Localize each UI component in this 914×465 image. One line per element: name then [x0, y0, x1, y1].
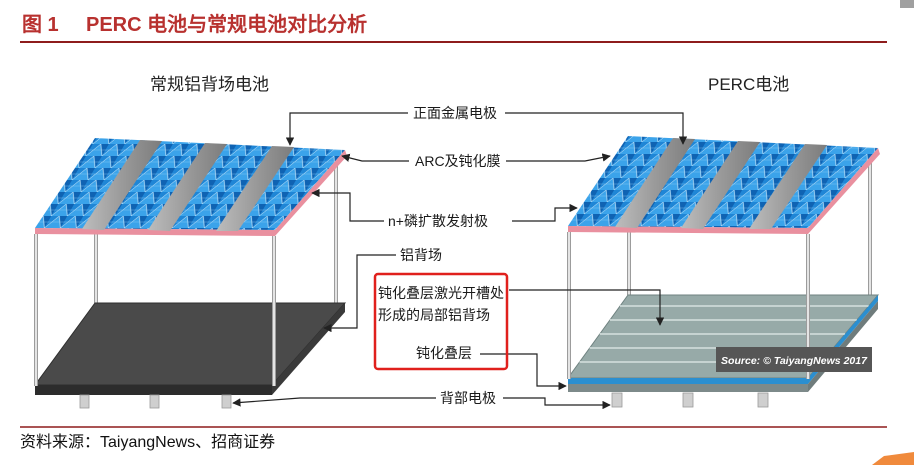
- frame-posts-back: [94, 162, 338, 303]
- label-local-bsf-line1: 钝化叠层激光开槽处: [378, 285, 504, 301]
- label-rear-electrode: 背部电极: [440, 390, 496, 406]
- highlight-box: [373, 272, 509, 371]
- conventional-cell: [34, 138, 347, 409]
- textured-front-surface: [35, 138, 347, 236]
- arc-edge-front: [568, 226, 808, 234]
- conventional-cell-label: 常规铝背场电池: [150, 75, 269, 94]
- rear-electrode-tabs: [611, 392, 769, 408]
- leader-passivation-stack: [480, 353, 567, 391]
- leader-rear-electrode-right: [503, 397, 611, 410]
- label-arc-passivation: ARC及钝化膜: [415, 153, 501, 169]
- al-bsf-plate: [34, 302, 347, 395]
- corner-logo-fragment: [872, 452, 914, 465]
- part-labels: 正面金属电极 ARC及钝化膜 n+磷扩散发射极 铝背场 钝化叠层激光开槽处 形成…: [373, 105, 509, 406]
- frame-posts-back: [627, 160, 872, 295]
- label-emitter: n+磷扩散发射极: [388, 213, 488, 229]
- front-metal-fingers: [82, 140, 294, 231]
- passivation-stack-plate: [567, 294, 880, 392]
- leader-arc-left: [341, 153, 409, 162]
- source-watermark: Source: © TaiyangNews 2017: [716, 347, 872, 372]
- leader-emitter-right: [512, 203, 578, 222]
- frame-posts-front: [34, 234, 276, 386]
- label-al-bsf: 铝背场: [400, 247, 442, 263]
- rear-electrode-tabs: [79, 394, 232, 409]
- label-local-bsf-line2: 形成的局部铝背场: [378, 307, 490, 323]
- label-front-electrode: 正面金属电极: [413, 105, 497, 121]
- leader-lines: [232, 112, 688, 410]
- leader-emitter-left: [311, 188, 384, 222]
- perc-cell: Source: © TaiyangNews 2017: [567, 136, 880, 408]
- arc-edge-front: [35, 228, 275, 236]
- figure-title-text: PERC 电池与常规电池对比分析: [86, 12, 367, 36]
- leader-front-electrode-right: [505, 112, 688, 145]
- label-passivation-stack: 钝化叠层: [416, 345, 472, 361]
- leader-local-bsf: [509, 289, 665, 326]
- watermark-text: Source: © TaiyangNews 2017: [721, 355, 868, 367]
- leader-front-electrode-left: [285, 112, 408, 146]
- front-metal-fingers: [615, 138, 827, 229]
- corner-mark-top: [900, 0, 914, 8]
- source-note: 资料来源：TaiyangNews、招商证券: [20, 433, 275, 451]
- leader-arc-right: [506, 153, 611, 162]
- arc-edge-right: [808, 148, 880, 234]
- leader-rear-electrode-left: [232, 397, 436, 407]
- perc-cell-label: PERC电池: [708, 75, 789, 94]
- leader-al-bsf: [323, 254, 396, 333]
- figure-title: 图 1 PERC 电池与常规电池对比分析: [22, 12, 367, 36]
- figure-number: 图 1: [22, 13, 59, 36]
- arc-edge-right: [275, 150, 347, 236]
- textured-front-surface: [568, 136, 880, 234]
